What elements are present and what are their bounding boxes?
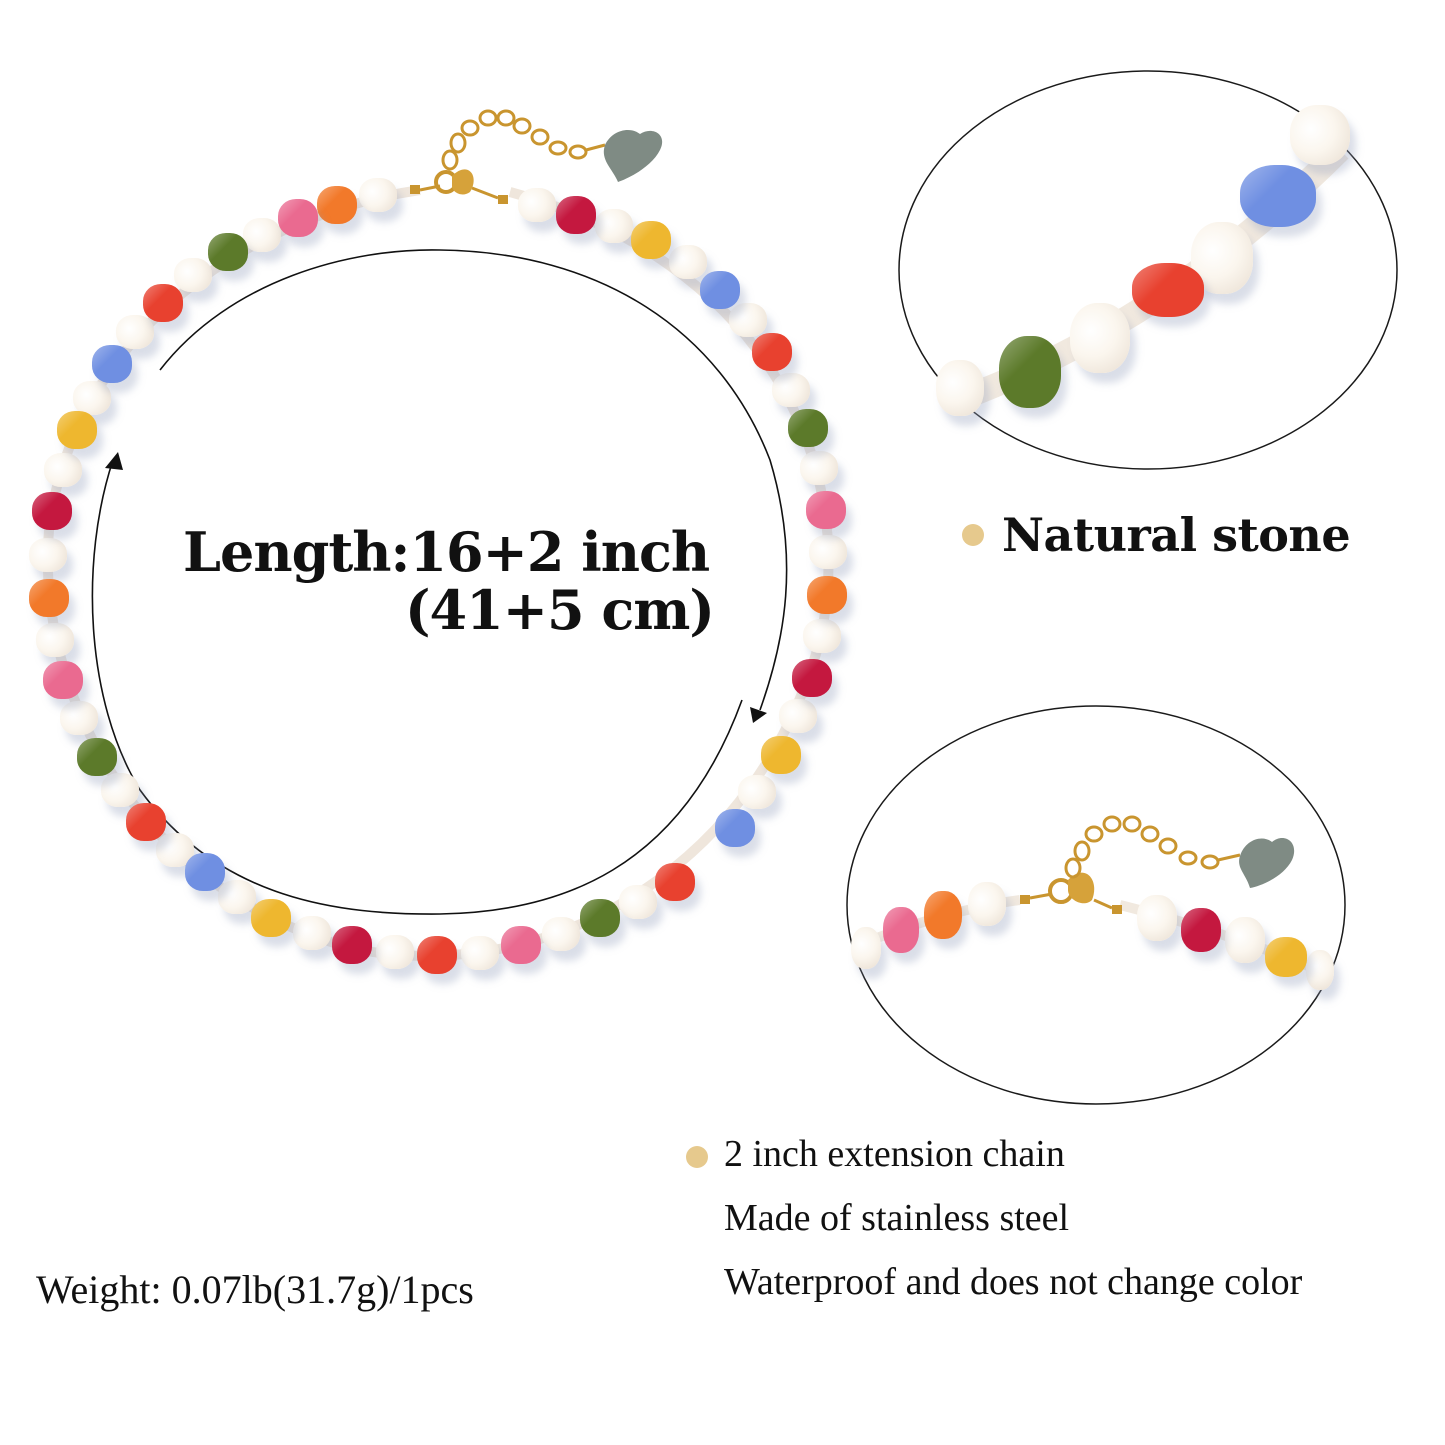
detail-stone-bead-crimson (1181, 908, 1221, 952)
pearl-bead (595, 209, 633, 243)
detail-stone-bead-green (999, 336, 1061, 408)
heart-charm-icon (603, 129, 663, 182)
stone-bead-orange (29, 579, 69, 617)
stone-bead-green (77, 738, 117, 776)
stone-bead-blue (715, 809, 755, 847)
detail-stone-bead-orange (924, 891, 962, 939)
detail-pearl-bead (851, 927, 881, 969)
stone-bead-crimson (792, 659, 832, 697)
stone-bead-pink (806, 491, 846, 529)
detail-stone-bead-blue (1240, 165, 1316, 227)
pearl-bead (461, 936, 499, 970)
arrow-down-icon (750, 707, 767, 723)
pearl-bead (376, 935, 414, 969)
stone-bead-crimson (332, 926, 372, 964)
feature-natural-stone: Natural stone (1002, 508, 1351, 562)
detail-stone-bead-red (1132, 263, 1204, 317)
detail-clasp-icon (1020, 872, 1122, 914)
stone-bead-yellow (57, 411, 97, 449)
stone-bead-blue (700, 271, 740, 309)
pearl-bead (800, 451, 838, 485)
detail-pearl-bead (1225, 917, 1265, 963)
stone-bead-pink (43, 661, 83, 699)
stone-bead-crimson (556, 196, 596, 234)
pearl-bead (772, 373, 810, 407)
stone-bead-green (580, 899, 620, 937)
stone-bead-green (208, 233, 248, 271)
length-label: Length:16+2 inch (183, 520, 710, 584)
stone-bead-red (752, 333, 792, 371)
stone-bead-yellow (761, 736, 801, 774)
pearl-bead (359, 178, 397, 212)
detail-pearl-bead (1137, 895, 1177, 941)
pearl-bead (669, 245, 707, 279)
detail-pearl-bead (936, 360, 984, 416)
pearl-bead (73, 381, 111, 415)
stone-bead-orange (317, 186, 357, 224)
pearl-bead (101, 773, 139, 807)
pearl-bead (116, 315, 154, 349)
pearl-bead (218, 880, 256, 914)
pearl-bead (803, 619, 841, 653)
feature-extension-chain: 2 inch extension chain (724, 1133, 1065, 1175)
pearl-bead (518, 188, 556, 222)
pearl-bead (542, 917, 580, 951)
detail-extension-chain-icon (1064, 815, 1241, 879)
feature-waterproof: Waterproof and does not change color (724, 1261, 1303, 1303)
pearl-bead (729, 303, 767, 337)
pearl-bead (809, 535, 847, 569)
pearl-bead (36, 623, 74, 657)
detail-pearl-bead (1070, 303, 1130, 373)
pearl-bead (243, 218, 281, 252)
bullet-dot-natural-stone (962, 524, 984, 546)
pearl-bead (619, 885, 657, 919)
measurement-arc-top (159, 249, 788, 711)
bullet-dot-extension-chain (686, 1146, 708, 1168)
pearl-bead (174, 258, 212, 292)
stone-bead-red (143, 284, 183, 322)
stone-bead-yellow (631, 221, 671, 259)
pearl-bead (44, 453, 82, 487)
stone-bead-crimson (32, 492, 72, 530)
pearl-bead (29, 538, 67, 572)
stone-bead-yellow (251, 899, 291, 937)
feature-stainless-steel: Made of stainless steel (724, 1197, 1070, 1239)
detail-stone-bead-yellow (1265, 937, 1307, 977)
stone-bead-pink (278, 199, 318, 237)
length-label-cm: (41+5 cm) (405, 578, 715, 642)
detail-stone-bead-pink (883, 907, 919, 953)
measurement-arc-left (91, 459, 743, 915)
arrow-up-icon (105, 452, 123, 470)
detail-pearl-bead (968, 882, 1006, 926)
extension-chain-icon (441, 109, 606, 171)
stone-bead-red (126, 803, 166, 841)
stone-bead-orange (807, 576, 847, 614)
detail-heart-charm-icon (1239, 838, 1295, 888)
stone-bead-blue (92, 345, 132, 383)
stone-bead-pink (501, 926, 541, 964)
stone-bead-red (655, 863, 695, 901)
detail-pearl-bead (1306, 950, 1334, 990)
stone-bead-blue (185, 853, 225, 891)
pearl-bead (293, 916, 331, 950)
weight-label: Weight: 0.07lb(31.7g)/1pcs (36, 1267, 474, 1312)
pearl-bead (779, 699, 817, 733)
clasp-icon (410, 169, 508, 204)
stone-bead-red (417, 936, 457, 974)
pearl-bead (60, 701, 98, 735)
stone-bead-green (788, 409, 828, 447)
detail-pearl-bead (1290, 105, 1350, 165)
pearl-bead (738, 775, 776, 809)
